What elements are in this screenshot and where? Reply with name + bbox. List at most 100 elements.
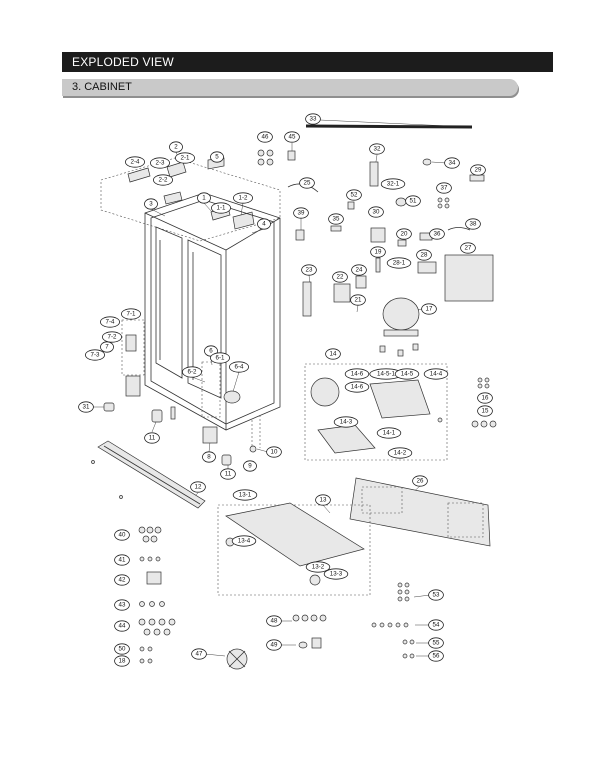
- callout-32-1: 32-1: [380, 178, 406, 190]
- callout-2-4: 2-4: [125, 156, 146, 168]
- callout-text: 2-4: [131, 159, 141, 166]
- callout-text: 13-4: [238, 538, 251, 545]
- callout-15: 15: [477, 405, 493, 417]
- callout-22: 22: [332, 271, 348, 283]
- callout-text: 32-1: [387, 181, 400, 188]
- callout-text: 2-3: [156, 160, 166, 167]
- callout-text: 44: [119, 623, 126, 630]
- callout-19: 19: [370, 246, 386, 258]
- callout-text: 13: [320, 497, 327, 504]
- left-hinge-assembly: [103, 319, 257, 466]
- callout-text: 28: [421, 252, 428, 259]
- callout-3: 3: [144, 198, 158, 210]
- callout-56: 56: [428, 650, 444, 662]
- callout-47: 47: [191, 648, 207, 660]
- callout-17: 17: [421, 303, 437, 315]
- callout-36: 36: [429, 228, 445, 240]
- callout-text: 6: [209, 348, 213, 355]
- callout-37: 37: [436, 182, 452, 194]
- callout-4: 4: [257, 218, 271, 230]
- callout-25: 25: [299, 177, 315, 189]
- callout-7: 7: [100, 341, 114, 353]
- callout-18: 18: [114, 655, 130, 667]
- callout-10: 10: [266, 446, 282, 458]
- callout-text: 2: [174, 144, 178, 151]
- callout-5: 5: [210, 151, 224, 163]
- callout-text: 16: [482, 395, 489, 402]
- callout-text: 33: [310, 116, 317, 123]
- callout-text: 7-4: [106, 319, 116, 326]
- hardware-left-column: [138, 526, 176, 664]
- compressor-17: [379, 297, 420, 357]
- callout-7-4: 7-4: [100, 316, 121, 328]
- callout-30: 30: [368, 206, 384, 218]
- cabinet-top-assembly: [100, 157, 281, 242]
- callout-13-2: 13-2: [305, 561, 331, 573]
- callout-14-6: 14-6: [344, 381, 370, 393]
- callout-2-3: 2-3: [149, 157, 170, 169]
- callout-text: 14-6: [351, 371, 364, 378]
- callout-6-2: 6-2: [181, 366, 202, 378]
- callout-32: 32: [369, 143, 385, 155]
- callout-55: 55: [428, 637, 444, 649]
- callout-text: 36: [434, 231, 441, 238]
- callout-text: 54: [433, 622, 440, 629]
- callout-text: 14-1: [383, 430, 396, 437]
- callout-text: 22: [337, 274, 344, 281]
- callout-text: 42: [119, 577, 126, 584]
- callout-29: 29: [470, 164, 486, 176]
- callout-text: 24: [356, 267, 363, 274]
- screws-right: [471, 377, 497, 428]
- callout-text: 2-2: [159, 177, 169, 184]
- callout-14: 14: [325, 348, 341, 360]
- callout-16: 16: [477, 392, 493, 404]
- callout-1-1: 1-1: [210, 202, 231, 214]
- cabinet-body: [144, 192, 281, 452]
- callout-48: 48: [266, 615, 282, 627]
- callout-text: 48: [271, 618, 278, 625]
- callout-46: 46: [257, 131, 273, 143]
- callout-text: 6-2: [188, 369, 198, 376]
- callout-34: 34: [444, 157, 460, 169]
- callout-50: 50: [114, 643, 130, 655]
- callout-44: 44: [114, 620, 130, 632]
- callout-text: 3: [149, 201, 153, 208]
- callout-33: 33: [305, 113, 321, 125]
- callout-6-4: 6-4: [228, 361, 249, 373]
- callout-text: 45: [289, 134, 296, 141]
- callout-text: 15: [482, 408, 489, 415]
- callout-13: 13: [315, 494, 331, 506]
- callout-text: 41: [119, 557, 126, 564]
- callout-text: 13-2: [312, 564, 325, 571]
- callout-text: 56: [433, 653, 440, 660]
- callout-text: 14-5-1: [377, 371, 395, 378]
- callout-52: 52: [346, 189, 362, 201]
- callout-39: 39: [293, 207, 309, 219]
- callout-54: 54: [428, 619, 444, 631]
- callout-text: 43: [119, 602, 126, 609]
- callout-text: 21: [355, 297, 362, 304]
- top-components: [257, 124, 494, 317]
- callout-42: 42: [114, 574, 130, 586]
- callout-text: 31: [83, 404, 90, 411]
- front-cover-12: [91, 440, 206, 509]
- callout-35: 35: [328, 213, 344, 225]
- callout-14-4: 14-4: [423, 368, 449, 380]
- callout-text: 50: [119, 646, 126, 653]
- callout-49: 49: [266, 639, 282, 651]
- callout-14-2: 14-2: [387, 447, 413, 459]
- subsection-tab: 3. CABINET: [62, 79, 518, 96]
- callout-text: 18: [119, 658, 126, 665]
- callout-text: 14-4: [430, 371, 443, 378]
- callout-6-1: 6-1: [209, 352, 230, 364]
- callout-51: 51: [405, 195, 421, 207]
- callout-11: 11: [144, 432, 160, 444]
- callout-text: 32: [374, 146, 381, 153]
- callout-text: 23: [306, 267, 313, 274]
- section-header: EXPLODED VIEW: [62, 52, 553, 72]
- callout-text: 17: [426, 306, 433, 313]
- callout-text: 1: [202, 195, 206, 202]
- callout-text: 49: [271, 642, 278, 649]
